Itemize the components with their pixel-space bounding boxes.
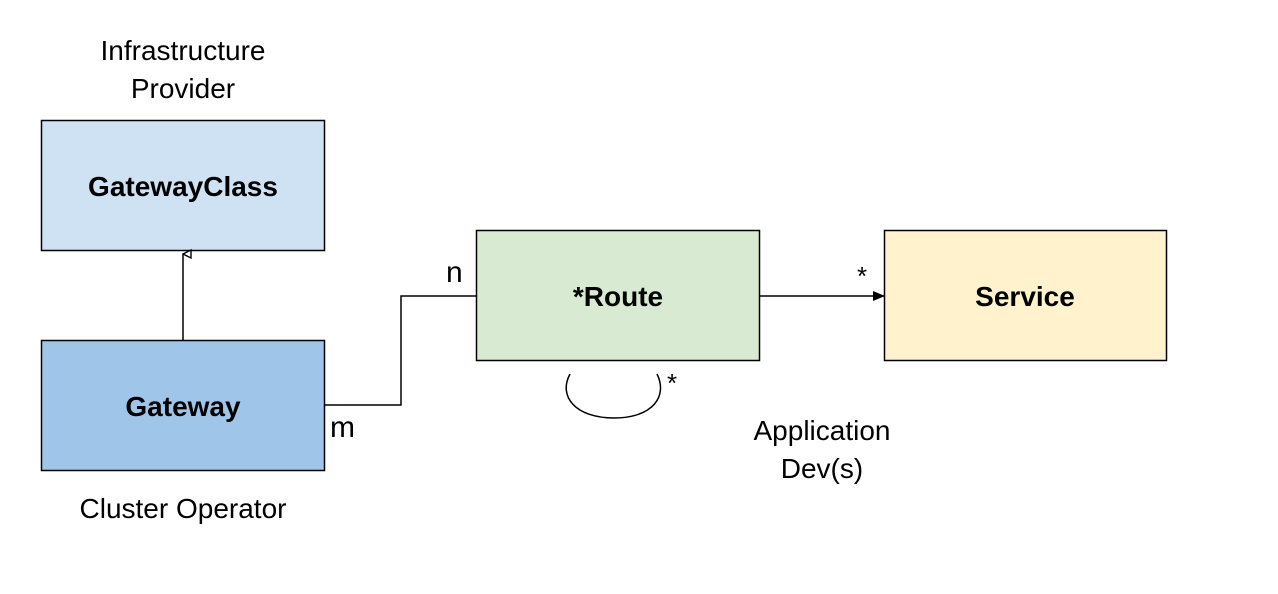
service-label: Service <box>975 281 1075 312</box>
service-box[interactable] <box>883 229 1168 362</box>
gatewayclass-box[interactable] <box>40 119 326 252</box>
application-devs-label: Application Dev(s) <box>754 415 891 484</box>
infrastructure-provider-line-2: Provider <box>131 73 235 104</box>
route-box[interactable] <box>475 229 761 362</box>
route-label: *Route <box>573 281 663 312</box>
application-devs-line-1: Application <box>754 415 891 446</box>
application-devs-line-2: Dev(s) <box>781 453 863 484</box>
route-self-multiplicity-star: * <box>667 368 677 398</box>
gateway-label: Gateway <box>125 391 241 422</box>
gateway-multiplicity-m: m <box>330 411 355 444</box>
gateway-box[interactable] <box>40 339 326 472</box>
gateway-to-route-connector <box>325 295 477 406</box>
infrastructure-provider-line-1: Infrastructure <box>101 35 266 66</box>
route-node[interactable]: *Route <box>475 229 761 362</box>
route-self-association-arc <box>565 373 662 419</box>
cluster-operator-label: Cluster Operator <box>80 493 287 524</box>
route-multiplicity-n: n <box>446 256 463 289</box>
service-node[interactable]: Service <box>883 229 1168 362</box>
service-multiplicity-star: * <box>857 261 867 291</box>
infrastructure-provider-label: Infrastructure Provider <box>101 35 266 104</box>
gateway-node[interactable]: Gateway <box>40 339 326 472</box>
gatewayclass-label: GatewayClass <box>88 171 278 202</box>
gatewayclass-node[interactable]: GatewayClass <box>40 119 326 252</box>
